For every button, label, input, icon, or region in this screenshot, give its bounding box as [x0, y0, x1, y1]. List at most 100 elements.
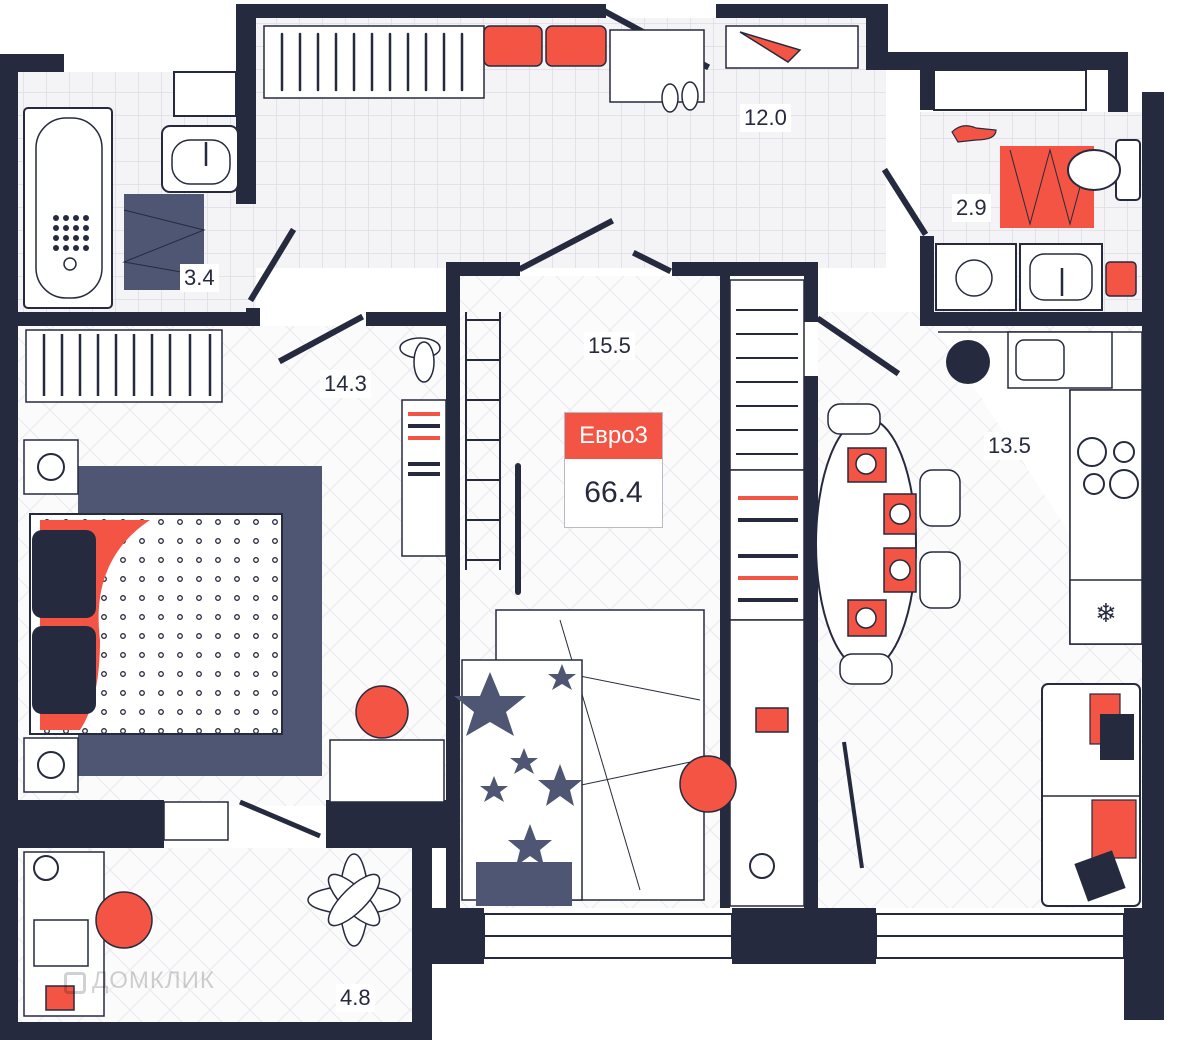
wall [326, 800, 446, 848]
area-label-kitchen-living: 13.5 [984, 432, 1035, 460]
area-label-bedroom-kids: 15.5 [584, 332, 635, 360]
bookshelf [401, 399, 447, 557]
dining-chair [919, 551, 961, 609]
wall [1124, 908, 1164, 1020]
dining-chair [919, 469, 961, 527]
wall [0, 54, 64, 72]
wall [0, 848, 18, 1040]
apartment-type-label: Евро3 [565, 413, 662, 459]
tv-icon [842, 741, 864, 869]
area-label-bathroom: 3.4 [180, 264, 219, 292]
plant-icon [399, 337, 441, 383]
wall [18, 312, 260, 326]
slippers-icon [951, 125, 997, 143]
wall-bars [465, 312, 501, 570]
wall [236, 4, 606, 18]
wall [446, 262, 460, 908]
dining-chair [827, 403, 881, 435]
pouf [545, 25, 607, 67]
tv-stand [163, 801, 229, 841]
wardrobe-bedroom [25, 329, 223, 403]
wall [412, 848, 432, 1040]
tv-icon [239, 799, 321, 839]
wall [804, 376, 818, 908]
snowflake-icon: ❄ [1095, 599, 1117, 629]
bedroom-main-furniture [23, 329, 447, 841]
wall [672, 262, 818, 276]
apartment-badge: Евро3 66.4 [564, 412, 663, 528]
desk-chair-icon [95, 891, 153, 949]
watermark-text: ДОМКЛИК [92, 967, 215, 994]
kitchen-furniture: ❄ [815, 331, 1143, 907]
dresser [329, 739, 445, 803]
bathroom-furniture [23, 107, 239, 309]
area-label-loggia: 4.8 [336, 984, 375, 1012]
wall [732, 908, 876, 964]
total-area-value: 66.4 [584, 476, 643, 509]
wall [236, 4, 256, 74]
book-icon [755, 707, 789, 733]
cushion [1091, 799, 1137, 859]
area-label-hall: 12.0 [740, 104, 791, 132]
wall [804, 262, 818, 322]
toilet-door [881, 167, 929, 237]
drain-icon [63, 257, 77, 271]
wall [432, 908, 484, 964]
kitchen-door [815, 315, 901, 377]
wall [366, 312, 446, 326]
walls [0, 4, 1164, 1040]
wall [18, 800, 164, 848]
star-icon [454, 664, 582, 866]
window [173, 71, 237, 117]
plant-icon [307, 853, 401, 947]
bedroom-kids-door-right [631, 249, 673, 275]
wall [720, 262, 730, 908]
desk-lamp-icon [33, 855, 59, 881]
wall [0, 1022, 432, 1040]
watermark: ДОМКЛИК [64, 967, 215, 995]
bookcase [729, 469, 805, 621]
cushion [1074, 850, 1126, 902]
kids-rug [476, 862, 572, 906]
wall [920, 312, 1142, 326]
basket-icon [1105, 261, 1137, 297]
watermark-logo-icon [64, 972, 86, 994]
stove-burner-icon [1109, 469, 1139, 499]
toilet-bowl [1067, 149, 1121, 191]
wardrobe-hall [263, 25, 485, 99]
desk-lamp-icon [749, 853, 775, 879]
dining-chair [839, 653, 893, 685]
bedroom-main-door [277, 313, 365, 365]
shoes-icon [661, 81, 699, 113]
stove-burner-icon [1083, 473, 1105, 495]
area-label-bedroom-main: 14.3 [320, 370, 371, 398]
wall [236, 74, 256, 204]
wall [1108, 52, 1128, 112]
wall [866, 4, 888, 70]
lamp-icon [37, 453, 65, 481]
wall [446, 262, 520, 276]
bathroom-door [247, 227, 297, 303]
hall-furniture [263, 25, 859, 113]
washing-machine-drum-icon [955, 259, 993, 297]
cushion [1100, 714, 1134, 760]
fridge [1069, 579, 1143, 645]
hall-shelf [725, 25, 859, 69]
wall [920, 236, 934, 312]
pillow [32, 626, 96, 714]
window [933, 69, 1087, 111]
toilet-furniture [935, 125, 1141, 311]
kids-shelf [729, 279, 805, 471]
wall [716, 4, 888, 18]
lamp-icon [37, 751, 65, 779]
area-label-toilet: 2.9 [952, 194, 991, 222]
bedroom-kids-door-left [517, 217, 615, 273]
chair-icon [355, 685, 409, 739]
windows [173, 69, 1125, 959]
stove-burner-icon [1077, 437, 1107, 467]
pouf [483, 25, 543, 67]
wall [0, 54, 18, 870]
pillow [32, 530, 96, 618]
bathtub-inner [35, 117, 103, 299]
